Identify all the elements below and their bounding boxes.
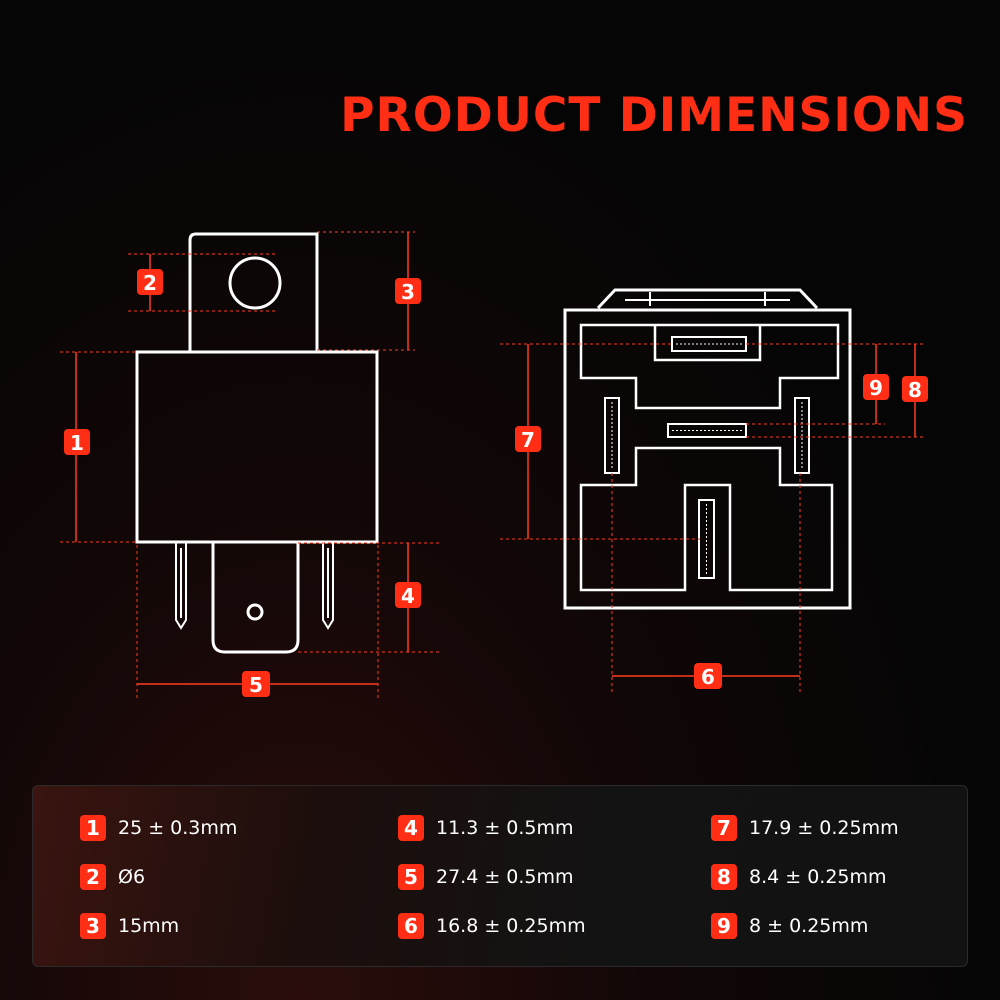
spec-item-6: 6 16.8 ± 0.25mm [398, 913, 586, 939]
svg-text:3: 3 [401, 280, 415, 304]
spec-number-badge: 6 [398, 913, 424, 939]
spec-number-badge: 7 [711, 815, 737, 841]
spec-value: 11.3 ± 0.5mm [436, 817, 574, 839]
svg-text:5: 5 [249, 673, 263, 697]
spec-number-badge: 9 [711, 913, 737, 939]
terminal-slot-bottom [698, 499, 715, 579]
spec-number-badge: 2 [80, 864, 106, 890]
callout-7: 7 [515, 426, 541, 452]
spec-item-4: 4 11.3 ± 0.5mm [398, 815, 574, 841]
svg-text:9: 9 [869, 376, 883, 400]
callout-9: 9 [863, 374, 889, 400]
relay-front-outer [563, 308, 852, 610]
spec-value: 27.4 ± 0.5mm [436, 866, 574, 888]
terminal-slot-right [794, 397, 810, 474]
svg-text:4: 4 [401, 584, 415, 608]
relay-pin-left [175, 542, 187, 630]
page-title: PRODUCT DIMENSIONS [340, 88, 968, 143]
relay-terminal-wide [211, 542, 300, 654]
svg-text:1: 1 [70, 431, 84, 455]
relay-mounting-tab [188, 232, 319, 352]
spec-number-badge: 1 [80, 815, 106, 841]
callout-3: 3 [395, 278, 421, 304]
callout-2: 2 [137, 269, 163, 295]
callout-6: 6 [694, 663, 722, 689]
callout-1: 1 [64, 429, 90, 455]
relay-front-lower-frame [579, 446, 834, 592]
spec-value: 8 ± 0.25mm [749, 915, 869, 937]
spec-value: 16.8 ± 0.25mm [436, 915, 586, 937]
callout-5: 5 [242, 671, 270, 697]
callout-8: 8 [902, 376, 928, 402]
spec-value: 15mm [118, 915, 180, 937]
spec-item-5: 5 27.4 ± 0.5mm [398, 864, 574, 890]
spec-item-8: 8 8.4 ± 0.25mm [711, 864, 887, 890]
terminal-hole [246, 603, 264, 621]
spec-item-7: 7 17.9 ± 0.25mm [711, 815, 899, 841]
specs-panel: 1 25 ± 0.3mm 2 Ø6 3 15mm 4 11.3 ± 0.5mm … [32, 785, 968, 967]
svg-text:7: 7 [521, 428, 535, 452]
terminal-slot-middle [667, 423, 747, 438]
spec-value: 17.9 ± 0.25mm [749, 817, 899, 839]
relay-top-ridge [596, 288, 819, 310]
front-guide-lines [500, 343, 925, 695]
spec-value: 25 ± 0.3mm [118, 817, 238, 839]
relay-body [135, 350, 379, 544]
mounting-hole [228, 256, 282, 310]
relay-top-cap [653, 325, 762, 362]
svg-text:8: 8 [908, 378, 922, 402]
spec-value: 8.4 ± 0.25mm [749, 866, 887, 888]
spec-number-badge: 3 [80, 913, 106, 939]
spec-value: Ø6 [118, 866, 146, 888]
side-guide-lines [60, 231, 440, 700]
relay-front-view [563, 288, 852, 610]
callout-4: 4 [395, 582, 421, 608]
spec-number-badge: 8 [711, 864, 737, 890]
svg-text:2: 2 [143, 271, 157, 295]
spec-item-1: 1 25 ± 0.3mm [80, 815, 237, 841]
spec-number-badge: 5 [398, 864, 424, 890]
svg-text:6: 6 [701, 665, 715, 689]
spec-item-9: 9 8 ± 0.25mm [711, 913, 868, 939]
front-dimension-lines [527, 344, 916, 677]
relay-pin-right [322, 542, 334, 630]
spec-item-3: 3 15mm [80, 913, 179, 939]
spec-number-badge: 4 [398, 815, 424, 841]
spec-item-2: 2 Ø6 [80, 864, 145, 890]
relay-side-view [135, 232, 379, 654]
relay-front-upper-frame [579, 323, 840, 410]
side-dimension-lines [75, 232, 409, 685]
